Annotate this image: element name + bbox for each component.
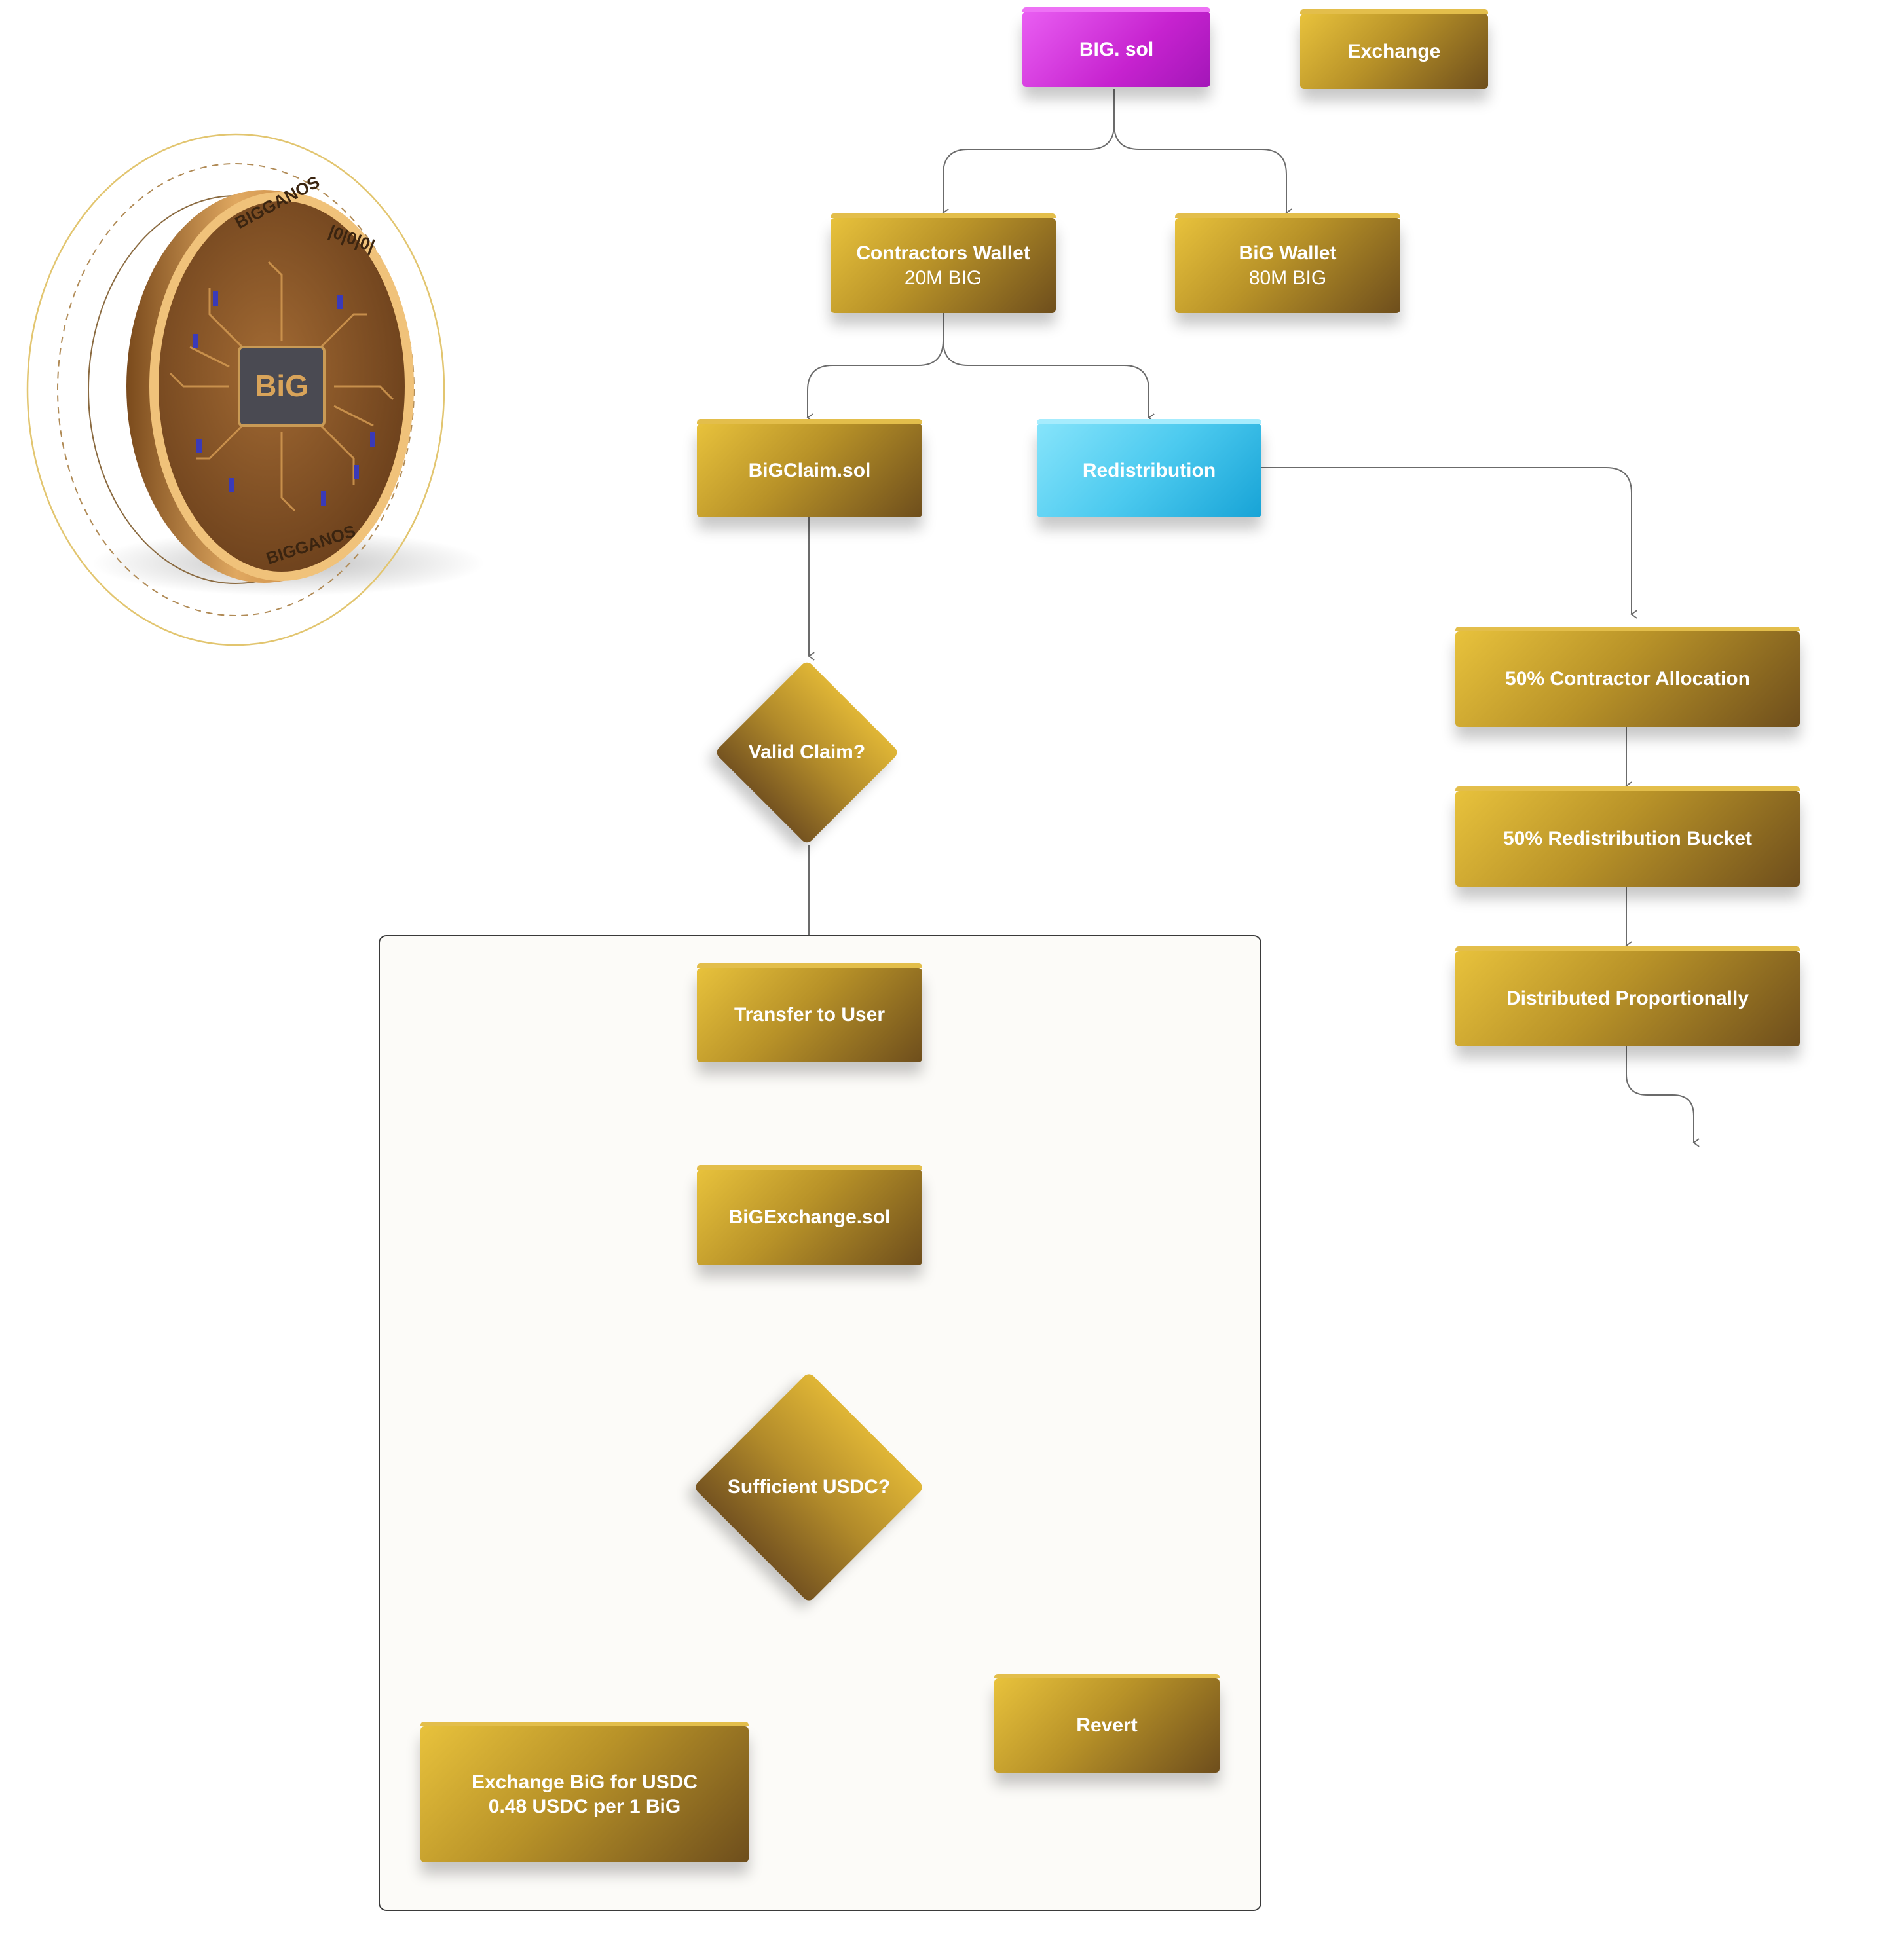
edge-contractors-to-redistribution: [943, 340, 1155, 422]
redistribution-bucket-label: 50% Redistribution Bucket: [1503, 828, 1753, 850]
contractor-allocation-label: 50% Contractor Allocation: [1505, 668, 1750, 690]
contractors-wallet-amount: 20M BIG: [904, 267, 982, 289]
transfer-to-user-label: Transfer to User: [734, 1004, 886, 1026]
edge-big-sol-to-big-wallet: [1113, 124, 1292, 217]
contractors-wallet-title: Contractors Wallet: [856, 242, 1030, 264]
redistribution-node: Redistribution: [1037, 419, 1261, 517]
exchange-node: Exchange: [1300, 9, 1488, 89]
redistribution-label: Redistribution: [1082, 459, 1216, 481]
exchange-for-usdc-node: Exchange BiG for USDC 0.48 USDC per 1 Bi…: [420, 1722, 749, 1862]
bigexchange-label: BiGExchange.sol: [728, 1206, 891, 1229]
edge-redistribution-to-allocation: [1261, 467, 1637, 619]
revert-label: Revert: [1076, 1714, 1138, 1737]
edge-big-sol-split: [942, 89, 1115, 217]
bigclaim-node: BiGClaim.sol: [697, 419, 922, 517]
distributed-proportionally-label: Distributed Proportionally: [1506, 988, 1749, 1010]
exchange-for-usdc-rate: 0.48 USDC per 1 BiG: [488, 1796, 681, 1817]
valid-claim-label: Valid Claim?: [748, 741, 866, 763]
sufficient-usdc-label: Sufficient USDC?: [727, 1476, 891, 1498]
edge-distributed-to-note: [1626, 1046, 1700, 1147]
bigexchange-node: BiGExchange.sol: [697, 1165, 922, 1265]
bigclaim-label: BiGClaim.sol: [748, 459, 871, 481]
sufficient-usdc-decision: Sufficient USDC?: [693, 1371, 925, 1603]
big-coin-illustration: BiG BIGGANOS BIGGANOS |0|0|0|: [26, 133, 485, 646]
orbit-ring-outer: [26, 133, 445, 646]
redistribution-bucket-node: 50% Redistribution Bucket: [1455, 786, 1800, 887]
big-wallet-amount: 80M BIG: [1248, 267, 1327, 289]
revert-node: Revert: [994, 1674, 1220, 1773]
valid-claim-decision: Valid Claim?: [714, 659, 900, 845]
exchange-label: Exchange: [1347, 40, 1441, 62]
coin-center-text: BiG: [255, 369, 308, 403]
big-wallet-node: BiG Wallet 80M BIG: [1175, 213, 1400, 313]
distributed-proportionally-node: Distributed Proportionally: [1455, 946, 1800, 1046]
big-sol-label: BIG. sol: [1079, 38, 1154, 60]
big-wallet-title: BiG Wallet: [1239, 242, 1337, 264]
edge-contractors-split: [806, 313, 944, 422]
coin-chip: [238, 346, 326, 427]
transfer-to-user-node: Transfer to User: [697, 963, 922, 1062]
orbit-ring-dashed: [57, 163, 415, 616]
contractors-wallet-node: Contractors Wallet 20M BIG: [831, 213, 1056, 313]
big-sol-node: BIG. sol: [1022, 7, 1210, 87]
exchange-for-usdc-title: Exchange BiG for USDC: [471, 1771, 698, 1793]
contractor-allocation-node: 50% Contractor Allocation: [1455, 627, 1800, 727]
